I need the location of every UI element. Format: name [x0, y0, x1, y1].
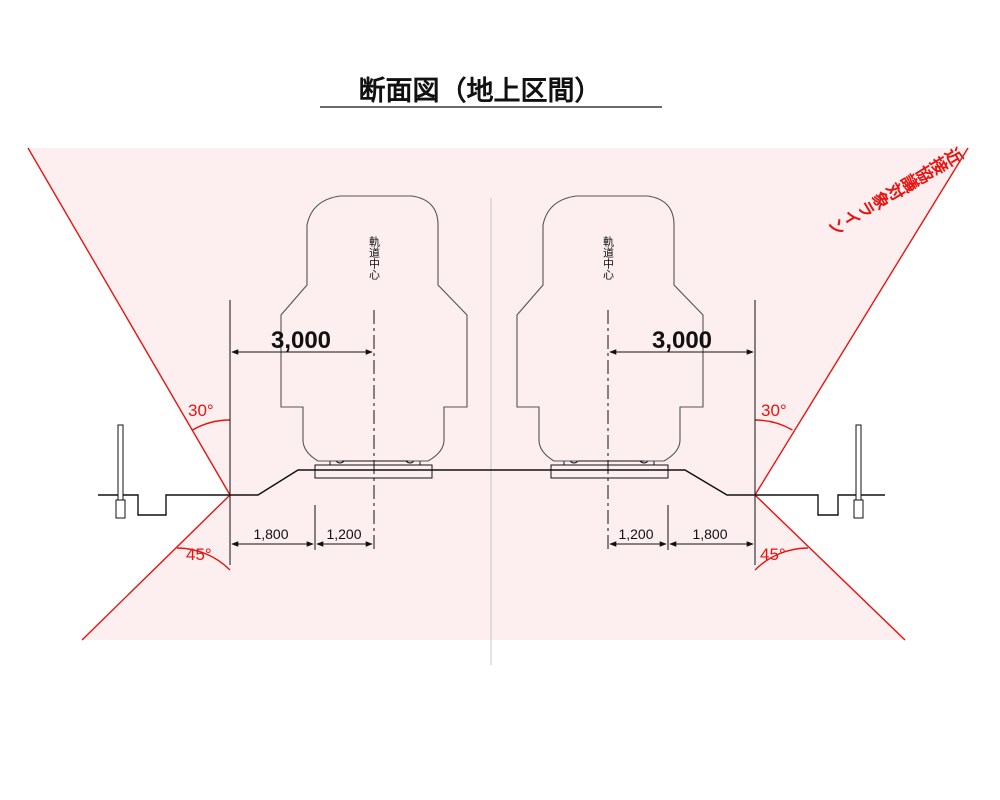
- fence-post-left: [115, 424, 126, 519]
- track-center-label-right: 軌道中心: [602, 235, 615, 280]
- angle-label-lower-right: 45°: [760, 545, 786, 564]
- track-slab-right: [550, 460, 669, 479]
- clearance-gauge-right: [516, 195, 704, 462]
- diagram-title: 断面図（地上区間）: [359, 76, 602, 107]
- dimension-1200-left: 1,200: [326, 526, 361, 542]
- angle-label-upper-right: 30°: [761, 401, 787, 420]
- angle-arcs: [176, 419, 809, 571]
- track-center-label-left: 軌道中心: [368, 235, 381, 280]
- dimension-1800-right: 1,800: [692, 526, 727, 542]
- fence-post-right: [853, 424, 864, 519]
- ground-profile: [98, 469, 885, 516]
- consultation-zone-boundary: [27, 147, 969, 641]
- consultation-zone-area: [28, 148, 968, 640]
- angle-label-upper-left: 30°: [188, 401, 214, 420]
- clearance-gauge-left: [280, 195, 468, 462]
- dimension-3000-left: 3,000: [271, 327, 331, 354]
- dimension-3000-right: 3,000: [652, 327, 712, 354]
- dimension-1200-right: 1,200: [618, 526, 653, 542]
- dimension-1800-left: 1,800: [253, 526, 288, 542]
- angle-label-lower-left: 45°: [186, 545, 212, 564]
